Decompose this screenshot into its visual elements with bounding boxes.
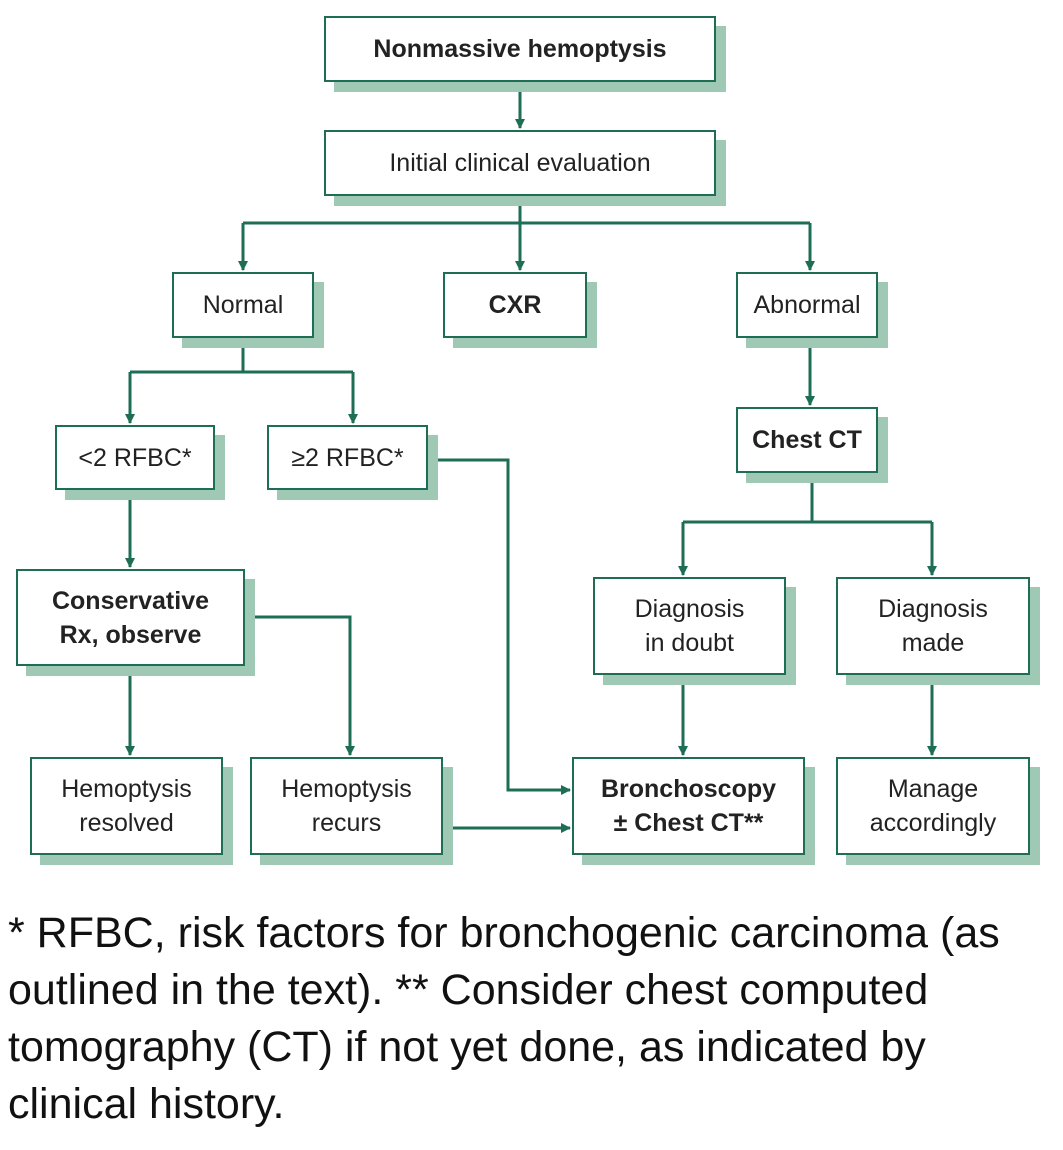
node-label-line2: resolved [79,809,174,837]
node-label-line1: Manage [887,775,979,803]
node-hemoptysis-recurs: Hemoptysis recurs [250,757,443,855]
arrow-conservative-to-recurs [245,615,355,756]
node-conservative-rx: Conservative Rx, observe [16,569,245,666]
node-label: Abnormal [753,291,861,319]
node-cxr: CXR [443,272,587,338]
node-label-line2: made [901,629,965,657]
node-chest-ct: Chest CT [736,407,878,473]
arrow-ge2-to-bronchoscopy [428,458,571,795]
flowchart: Nonmassive hemoptysis Initial clinical e… [16,16,1030,855]
node-label-line2: ± Chest CT** [613,809,764,837]
node-label: Initial clinical evaluation [389,149,651,177]
node-label-line1: Hemoptysis [281,775,412,803]
node-manage-accordingly: Manage accordingly [836,757,1030,855]
node-normal: Normal [172,272,314,338]
node-bronchoscopy: Bronchoscopy ± Chest CT** [572,757,805,855]
node-label-line1: Diagnosis [878,595,988,623]
footnote: * RFBC, risk factors for bronchogenic ca… [8,909,1000,1128]
node-label: Nonmassive hemoptysis [373,35,667,63]
node-label-line1: Bronchoscopy [600,775,777,803]
node-label-line2: Rx, observe [59,620,202,649]
node-label-line2: accordingly [869,809,997,837]
connector-lines [125,82,937,833]
node-label: CXR [488,291,542,319]
node-label: Normal [202,291,284,319]
node-initial-evaluation: Initial clinical evaluation [324,130,716,196]
node-abnormal: Abnormal [736,272,878,338]
node-diagnosis-in-doubt: Diagnosis in doubt [593,577,786,675]
node-label-line2: recurs [311,809,382,837]
node-ge2-rfbc: ≥2 RFBC* [267,425,428,490]
node-label-line1: Conservative [51,586,210,615]
node-label-line1: Hemoptysis [61,775,192,803]
node-label-line2: in doubt [645,629,734,657]
node-label: ≥2 RFBC* [291,443,404,472]
node-nonmassive-hemoptysis: Nonmassive hemoptysis [324,16,716,82]
node-label: Chest CT [752,426,862,454]
node-label: <2 RFBC* [78,443,192,472]
node-hemoptysis-resolved: Hemoptysis resolved [30,757,223,855]
node-diagnosis-made: Diagnosis made [836,577,1030,675]
node-lt2-rfbc: <2 RFBC* [55,425,215,490]
node-label-line1: Diagnosis [634,595,745,623]
